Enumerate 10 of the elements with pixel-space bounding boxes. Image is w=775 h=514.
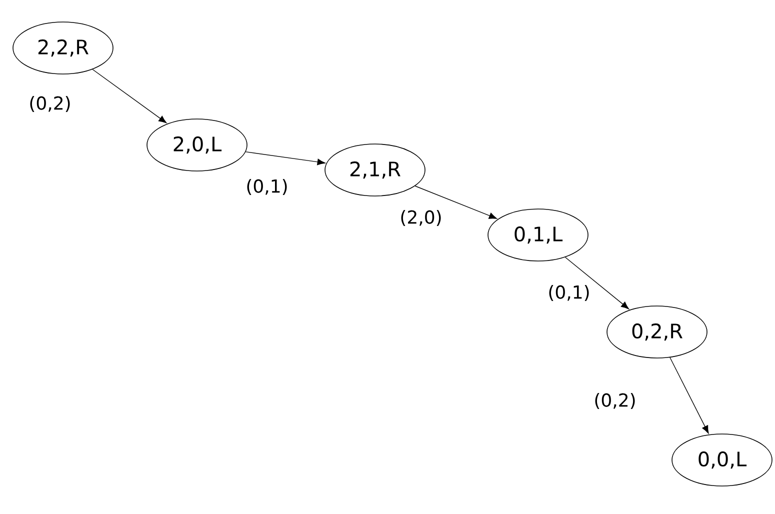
arrow	[245, 152, 326, 166]
edge-label: (0,2)	[592, 392, 638, 410]
edge-label: (2,0)	[398, 209, 444, 228]
arrow	[92, 69, 167, 124]
edge-label: (0,2)	[28, 94, 72, 114]
arrow	[414, 186, 497, 219]
edge-label: (0,1)	[546, 284, 592, 302]
arrow	[670, 357, 709, 434]
edge-label: (0,1)	[244, 178, 290, 196]
arrow	[564, 256, 630, 310]
